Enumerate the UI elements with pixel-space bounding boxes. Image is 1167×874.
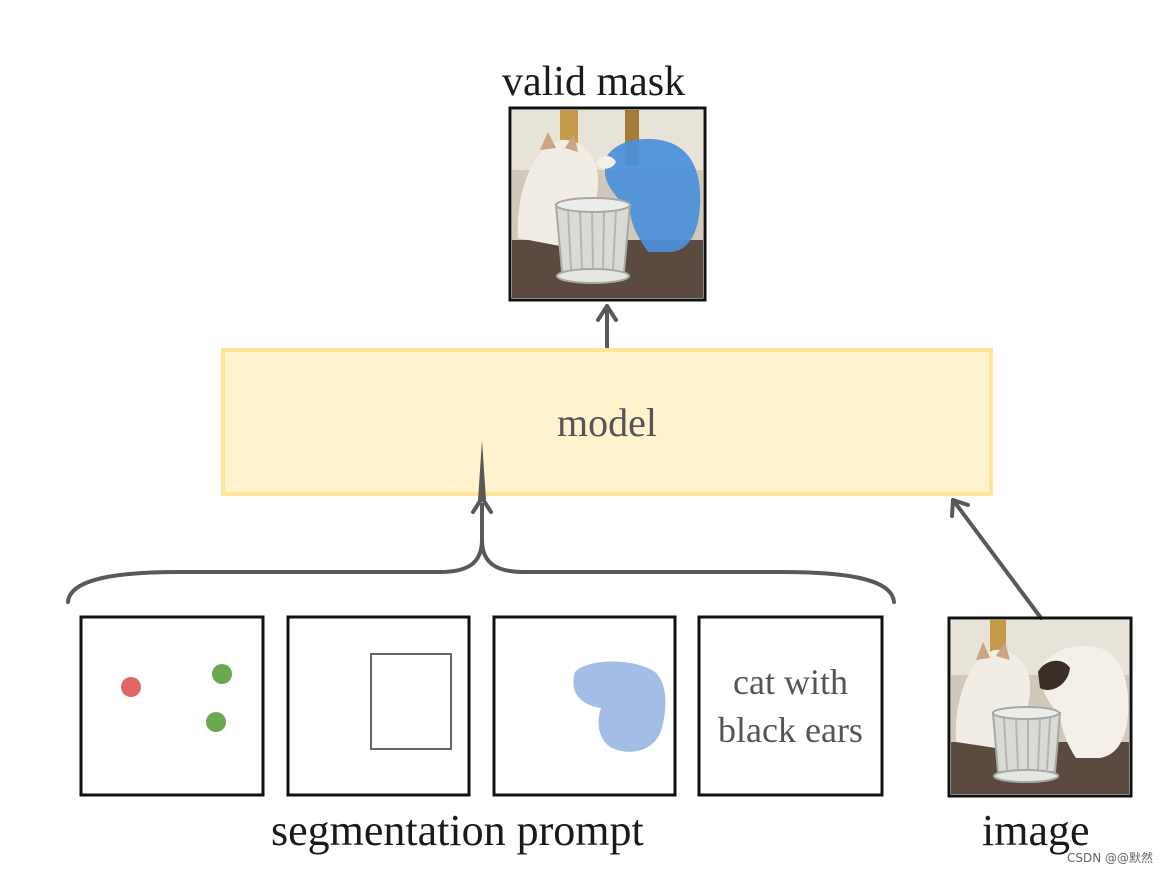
cat-mask-overlay <box>605 138 701 252</box>
valid-mask-frame <box>508 106 707 302</box>
mask-blob <box>573 661 666 752</box>
positive-point <box>206 712 226 732</box>
image-label: image <box>982 806 1090 855</box>
valid-mask-label: valid mask <box>502 59 686 105</box>
watermark: CSDN @@默然 <box>1066 851 1153 865</box>
valid-mask-image <box>512 110 703 298</box>
model-label: model <box>557 399 657 445</box>
negative-point <box>121 677 141 697</box>
model-box <box>221 348 993 496</box>
points-prompt-box <box>79 615 265 797</box>
prompt-brace <box>66 538 896 604</box>
text-prompt-box <box>697 615 884 797</box>
bounding-box <box>370 653 452 750</box>
text-prompt-line: black ears <box>718 710 863 750</box>
arrow-image-to-model <box>950 498 1043 620</box>
positive-point <box>212 664 232 684</box>
box-prompt-box <box>286 615 471 797</box>
arrow-prompt-to-model <box>471 440 493 542</box>
arrow-model-to-mask <box>596 304 618 352</box>
text-prompt: cat with black ears <box>699 617 882 795</box>
text-prompt-line: cat with <box>733 662 848 702</box>
input-image <box>951 620 1129 794</box>
input-image-frame <box>947 616 1133 798</box>
segmentation-prompt-label: segmentation prompt <box>271 806 644 855</box>
